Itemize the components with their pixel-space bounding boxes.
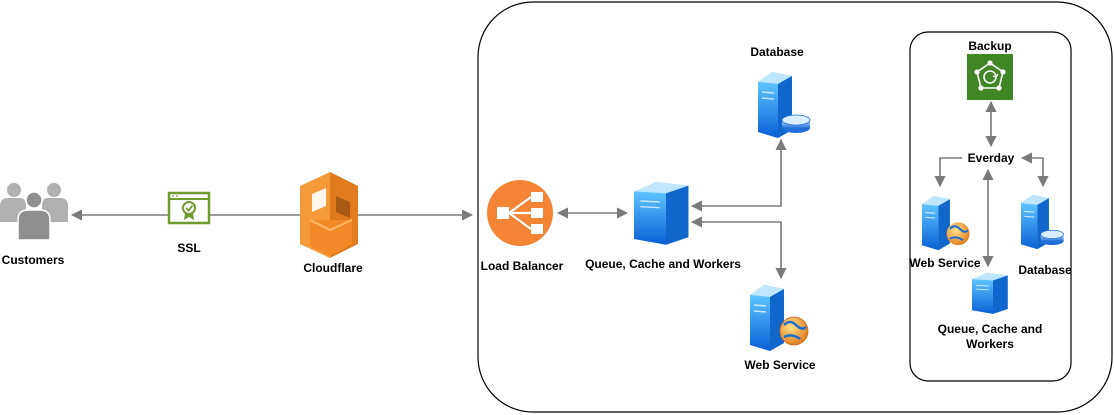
web-server-icon <box>921 195 970 251</box>
backup-region-container <box>909 31 1072 382</box>
ssl-label: SSL <box>177 241 200 255</box>
web-service-main-label: Web Service <box>744 358 815 372</box>
connector-queue-webservice <box>690 216 787 280</box>
load-balancer-icon <box>487 180 553 246</box>
queue-main-label: Queue, Cache and Workers <box>585 257 741 271</box>
server-icon <box>971 272 1009 315</box>
database-server-icon <box>757 71 811 139</box>
certificate-icon <box>167 191 211 225</box>
backup-label: Backup <box>968 39 1011 53</box>
users-group-icon <box>0 183 68 241</box>
database-server-icon <box>1020 194 1064 250</box>
connector-everyday-webservice <box>934 157 962 188</box>
database-main-label: Database <box>750 45 804 59</box>
load-balancer-label: Load Balancer <box>481 259 564 273</box>
cloudflare-label: Cloudflare <box>303 261 363 275</box>
main-site-container <box>477 1 1113 413</box>
server-icon <box>632 180 690 246</box>
connector-everyday-database <box>1020 152 1049 188</box>
queue-backup-label-line2: Workers <box>966 337 1014 351</box>
backup-icon <box>967 54 1013 100</box>
customers-label: Customers <box>2 253 65 267</box>
cloudflare-icon <box>300 172 358 258</box>
everyday-label: Everday <box>968 151 1015 165</box>
connector-queue-database <box>690 138 787 212</box>
queue-backup-label-line1: Queue, Cache and <box>938 322 1043 336</box>
database-backup-label: Database <box>1018 263 1072 277</box>
web-server-icon <box>749 284 809 352</box>
web-service-backup-label: Web Service <box>909 256 980 270</box>
